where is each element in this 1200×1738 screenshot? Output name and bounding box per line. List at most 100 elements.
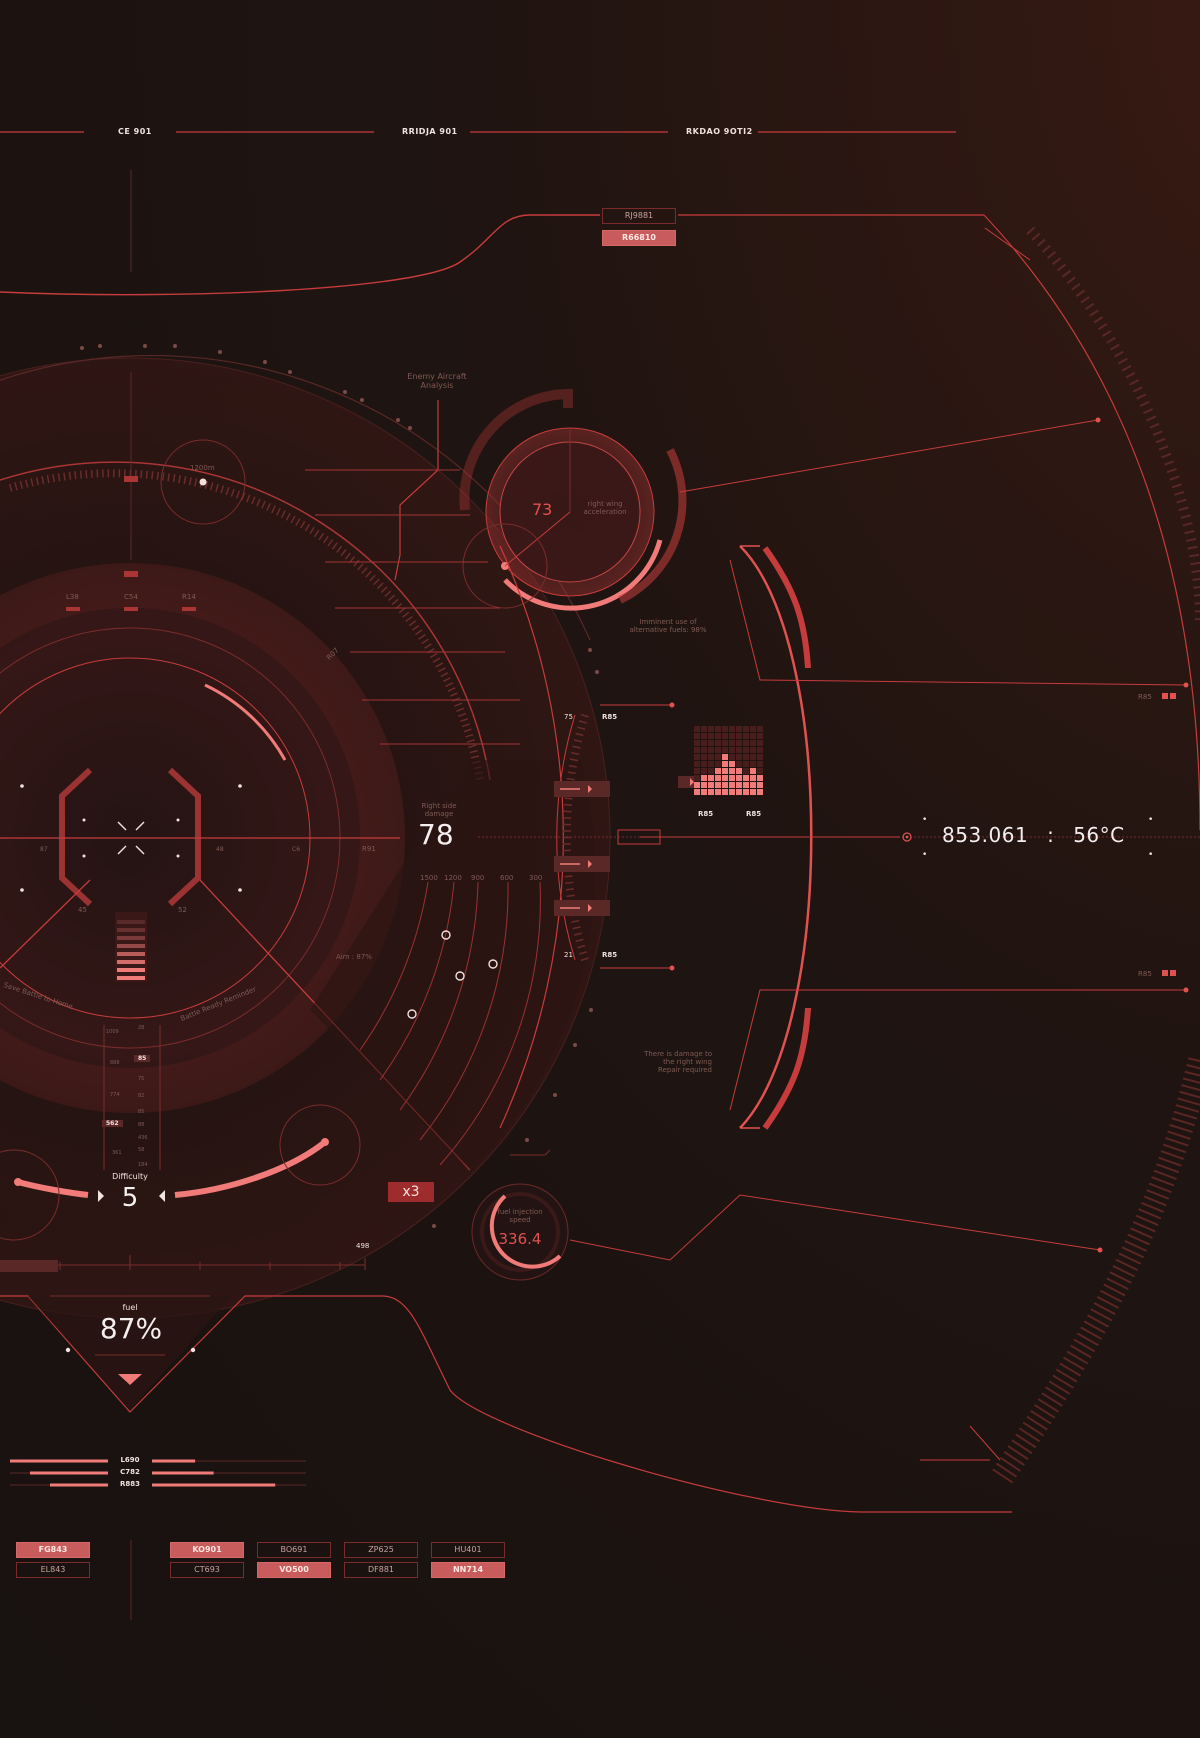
ladder-right-85: 85 [138,1109,145,1115]
grid-tag[interactable]: HU401 [431,1542,505,1558]
grid-cell [701,775,707,781]
reticle-label-48: 48 [216,846,224,853]
grid-cell [736,768,742,774]
ladder-right-184: 184 [138,1162,148,1168]
readout-separator: : [1047,823,1055,847]
grid-cell [715,726,721,732]
side-tag-upper-swatch-2 [1170,693,1177,699]
readout-dot-2: • [922,850,928,860]
fuel-label: fuel [122,1303,138,1312]
speed-tick-1500: 1500 [420,874,438,882]
grid-cell [757,768,763,774]
bottom-tag[interactable]: FG843 [16,1542,90,1558]
grid-cell [722,754,728,760]
wing-damage-line3: Repair required [658,1066,712,1074]
grid-cell [736,782,742,788]
outer-ring-segment [0,461,491,781]
grid-cell [743,726,749,732]
grid-cell [757,747,763,753]
alt-fuels-line1: Imminent use of [639,618,697,626]
status-bars [10,1459,306,1487]
altitude-circle [160,439,246,525]
grid-cell [729,733,735,739]
grid-cell [757,761,763,767]
grid-tag[interactable]: DF881 [344,1562,418,1578]
grid-tag[interactable]: NN714 [431,1562,505,1578]
ladder-marker-left[interactable]: 562 [102,1120,123,1127]
right-wing-value: 73 [532,500,553,519]
grid-tag[interactable]: KO901 [170,1542,244,1558]
difficulty-right-arrow [159,1190,165,1202]
difficulty-label: Difficulty [112,1172,148,1181]
gauge-upper-tag: R85 [602,713,618,721]
grid-cell [729,754,735,760]
ladder-left-888: 888 [110,1060,120,1066]
readout-temp: 56°C [1073,823,1125,847]
grid-cell [701,740,707,746]
grid-cell [701,733,707,739]
grid-cell [694,775,700,781]
ladder-marker-top[interactable]: 85 [134,1055,151,1062]
coordinate-readout: 853.061 : 56°C [942,823,1125,847]
grid-cell [750,782,756,788]
grid-cell [722,789,728,795]
grid-cell [736,775,742,781]
altitude-ladder [103,1025,161,1170]
multiplier-badge: x3 [388,1182,434,1202]
wing-damage-line1: There is damage to [644,1050,712,1058]
grid-tag[interactable]: BO691 [257,1542,331,1558]
grid-cell [722,740,728,746]
grid-cell [750,789,756,795]
grid-cell [750,775,756,781]
grid-cell [715,740,721,746]
bottom-tag[interactable]: EL843 [16,1562,90,1578]
grid-cell [701,761,707,767]
readout-target-center [905,835,909,839]
fuel-injection-line1: fuel injection [497,1208,543,1216]
grid-cell [708,789,714,795]
grid-cell [750,768,756,774]
enemy-analysis-line1: Enemy Aircraft [407,372,467,381]
ladder-left-1009: 1009 [106,1029,119,1035]
grid-cell [729,782,735,788]
side-tag-upper: R85 [1138,693,1177,701]
tag-rj9881[interactable]: RJ9881 [602,208,676,224]
grid-cell [722,733,728,739]
bottom-scale-ticks [59,1255,366,1270]
grid-cell [736,789,742,795]
damage-pixel-grid [694,726,763,795]
grid-tag[interactable]: ZP625 [344,1542,418,1558]
grid-cell [736,761,742,767]
grid-tag[interactable]: VO500 [257,1562,331,1578]
outer-right-arc [983,214,1200,831]
grid-tag[interactable]: CT693 [170,1562,244,1578]
outer-bracket-top [984,227,1031,261]
ladder-right-58: 58 [138,1147,145,1153]
fuel-injection-widget [471,1183,569,1281]
grid-cell [729,740,735,746]
bar-label: L690 [120,1456,140,1464]
tag-r66810[interactable]: R66810 [602,230,676,246]
power-bars [117,920,145,980]
outer-bracket-bottom [969,1425,1001,1461]
side-tag-upper-text: R85 [1138,693,1152,701]
grid-cell [757,782,763,788]
grid-cell [743,747,749,753]
outer-right-arc-lower [990,1057,1200,1487]
grid-cell [694,733,700,739]
grid-cell [743,789,749,795]
wing-damage-line2: the right wing [663,1058,712,1066]
ladder-right-75: 75 [138,1076,145,1082]
difficulty-left-circle [0,1149,60,1241]
difficulty-value[interactable]: 5 [121,1183,139,1213]
wing-damage-note: There is damage to the right wing Repair… [618,1050,712,1074]
grid-cell [743,740,749,746]
grid-cell [722,726,728,732]
grid-cell [715,747,721,753]
difficulty-right-knob [321,1138,329,1146]
grid-cell [701,782,707,788]
grid-cell [743,775,749,781]
ladder-right-88: 88 [138,1122,145,1128]
grid-cell [715,768,721,774]
grid-cell [750,740,756,746]
